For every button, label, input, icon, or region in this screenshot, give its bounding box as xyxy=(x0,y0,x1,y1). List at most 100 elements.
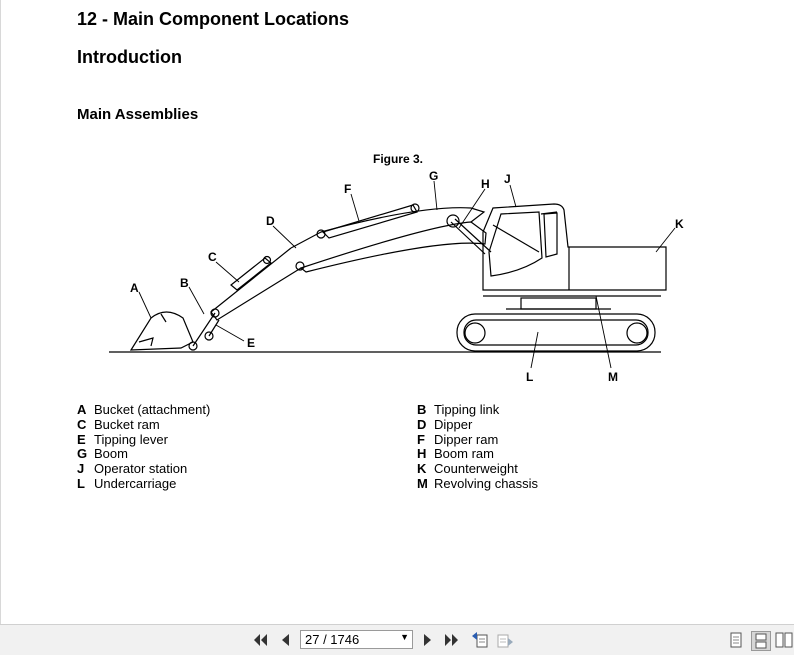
go-forward-button[interactable] xyxy=(496,631,514,649)
leader-k xyxy=(655,227,676,253)
continuous-page-icon xyxy=(755,633,767,649)
label-g: G xyxy=(429,169,438,183)
legend-text: Revolving chassis xyxy=(434,475,539,491)
facing-view-button[interactable] xyxy=(775,631,793,649)
legend-key: F xyxy=(417,431,425,447)
bucket-ram-pin xyxy=(262,255,272,265)
leader-h xyxy=(458,188,486,229)
dipper-ram xyxy=(321,204,418,239)
legend-key: H xyxy=(417,446,427,462)
leader-c xyxy=(215,261,240,283)
page-indicator: 27 / 1746 xyxy=(305,632,360,647)
first-page-icon xyxy=(254,634,267,646)
label-k: K xyxy=(675,217,684,231)
excavator-drawing xyxy=(129,203,667,352)
bucket-ram xyxy=(230,257,272,291)
label-f: F xyxy=(344,182,351,196)
bucket-tooth xyxy=(138,337,154,347)
legend-row: C Bucket ram xyxy=(77,416,210,433)
label-d: D xyxy=(266,214,275,228)
legend-text: Operator station xyxy=(94,461,188,477)
single-page-view-button[interactable] xyxy=(727,631,745,649)
document-page: 12 - Main Component Locations Introducti… xyxy=(0,0,684,624)
legend-key: J xyxy=(77,461,85,477)
boom-pivot xyxy=(446,214,460,228)
legend-row: G Boom xyxy=(77,447,210,462)
single-page-icon xyxy=(730,632,742,648)
label-h: H xyxy=(481,177,490,191)
tipping-lever xyxy=(208,319,220,337)
legend-key: A xyxy=(77,402,87,417)
subsection-title: Main Assemblies xyxy=(77,106,199,123)
lever-pin xyxy=(204,331,214,341)
boom-lower xyxy=(299,221,487,273)
cab-rear-window xyxy=(543,212,558,258)
legend-key: D xyxy=(417,416,427,432)
boom-upper xyxy=(290,207,486,249)
legend-text: Dipper xyxy=(434,416,473,432)
chapter-title: 12 - Main Component Locations xyxy=(77,9,350,29)
tipping-pin xyxy=(210,308,220,318)
legend-row: E Tipping lever xyxy=(77,431,210,448)
legend-row: H Boom ram xyxy=(417,447,538,462)
track-inner xyxy=(463,319,649,346)
last-page-icon xyxy=(445,634,458,646)
viewer-toolbar: 27 / 1746 ▼ xyxy=(0,624,794,655)
excavator-figure: Figure 3. xyxy=(109,152,684,384)
leader-l xyxy=(530,331,539,369)
legend-text: Tipping link xyxy=(434,402,500,417)
first-page-button[interactable] xyxy=(251,631,269,649)
legend-text: Boom ram xyxy=(434,446,494,462)
legend-row: L Undercarriage xyxy=(77,475,210,492)
legend-text: Undercarriage xyxy=(94,475,177,491)
next-page-button[interactable] xyxy=(419,631,437,649)
legend-key: L xyxy=(77,475,85,491)
leader-j xyxy=(509,184,517,208)
sprocket-wheel xyxy=(626,322,648,344)
tipping-link xyxy=(192,312,216,347)
facing-pages-icon xyxy=(775,632,793,648)
leader-f xyxy=(350,193,360,222)
legend-row: M Revolving chassis xyxy=(417,475,539,492)
page-selector[interactable]: 27 / 1746 ▼ xyxy=(300,630,413,649)
go-back-button[interactable] xyxy=(471,631,489,649)
legend-key: C xyxy=(77,416,87,432)
cab-window xyxy=(488,211,543,277)
section-title: Introduction xyxy=(77,47,182,67)
leader-g xyxy=(433,180,438,211)
legend-row: F Dipper ram xyxy=(417,431,538,448)
legend-text: Bucket ram xyxy=(94,416,160,432)
legend-key: E xyxy=(77,431,86,447)
dipper-ram-pin xyxy=(410,203,420,213)
track-outer xyxy=(456,313,656,352)
upper-body xyxy=(482,203,667,291)
boom-dipper-pin xyxy=(295,261,305,271)
idler-wheel xyxy=(464,322,486,344)
prev-page-icon xyxy=(282,634,289,646)
label-l: L xyxy=(526,370,533,384)
leader-b xyxy=(188,286,205,315)
legend-text: Counterweight xyxy=(434,461,518,477)
label-e: E xyxy=(247,336,255,350)
legend-key: K xyxy=(417,461,427,477)
legend-text: Tipping lever xyxy=(94,431,168,447)
continuous-view-button[interactable] xyxy=(751,631,771,651)
legend-text: Boom xyxy=(94,446,128,462)
slew-ring xyxy=(520,297,597,310)
dropdown-arrow-icon: ▼ xyxy=(400,632,409,642)
legend-row: K Counterweight xyxy=(417,461,538,477)
legend-key: M xyxy=(417,475,428,491)
bucket xyxy=(129,311,194,351)
dipper-arm xyxy=(210,247,302,321)
label-a: A xyxy=(130,281,139,295)
legend-key: G xyxy=(77,446,88,462)
legend-text: Dipper ram xyxy=(434,431,499,447)
next-page-icon xyxy=(424,634,431,646)
prev-page-button[interactable] xyxy=(276,631,294,649)
last-page-button[interactable] xyxy=(443,631,461,649)
leader-m xyxy=(595,295,612,369)
history-forward-icon xyxy=(497,634,513,648)
leader-d xyxy=(272,225,297,249)
